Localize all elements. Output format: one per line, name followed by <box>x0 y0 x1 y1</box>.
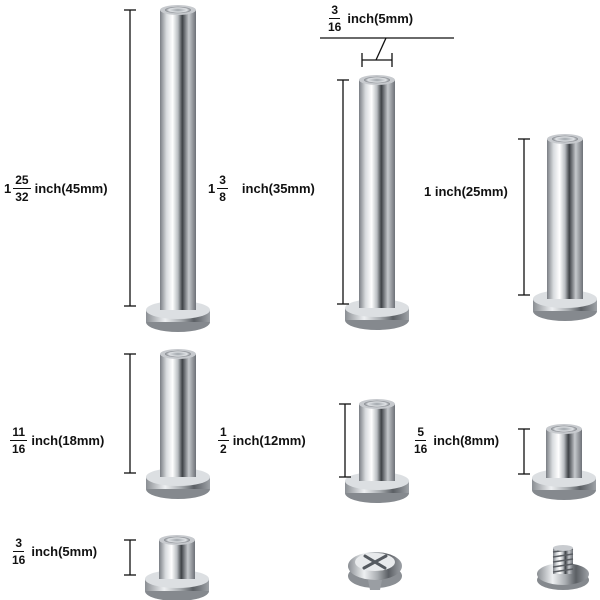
size-label-45mm: 1 25 32 inch(45mm) <box>4 173 108 204</box>
screw-post-45mm-icon <box>146 5 210 332</box>
fraction: 3 16 <box>12 536 26 567</box>
dimension-lines <box>124 9 530 576</box>
screw-post-5mm-icon <box>145 535 209 600</box>
fraction: 5 16 <box>414 425 428 456</box>
fraction: 11 16 <box>10 425 28 456</box>
screw-post-12mm-icon <box>345 399 409 503</box>
size-label-18mm: 11 16 inch(18mm) <box>10 425 105 456</box>
size-label-25mm: 1 inch(25mm) <box>424 184 508 199</box>
screw-posts-group <box>145 5 597 600</box>
size-label-12mm: 1 2 inch(12mm) <box>218 425 306 456</box>
screw-post-18mm-icon <box>146 349 210 499</box>
fraction: 3 16 <box>328 3 342 34</box>
size-label-8mm: 5 16 inch(8mm) <box>414 425 500 456</box>
screw-cap-icon <box>348 552 402 590</box>
fraction: 1 2 <box>218 425 229 456</box>
screw-post-8mm-icon <box>532 424 596 500</box>
size-label-35mm: 1 3 8 inch(35mm) <box>208 173 315 204</box>
size-label-5mm: 3 16 inch(5mm) <box>12 536 98 567</box>
screw-post-35mm-icon <box>345 75 409 330</box>
threaded-screw-icon <box>537 545 589 590</box>
screw-post-25mm-icon <box>533 134 597 321</box>
diameter-label: 3 16 inch(5mm) <box>328 3 414 34</box>
fraction: 3 8 <box>217 173 228 204</box>
fraction: 25 32 <box>13 173 31 204</box>
